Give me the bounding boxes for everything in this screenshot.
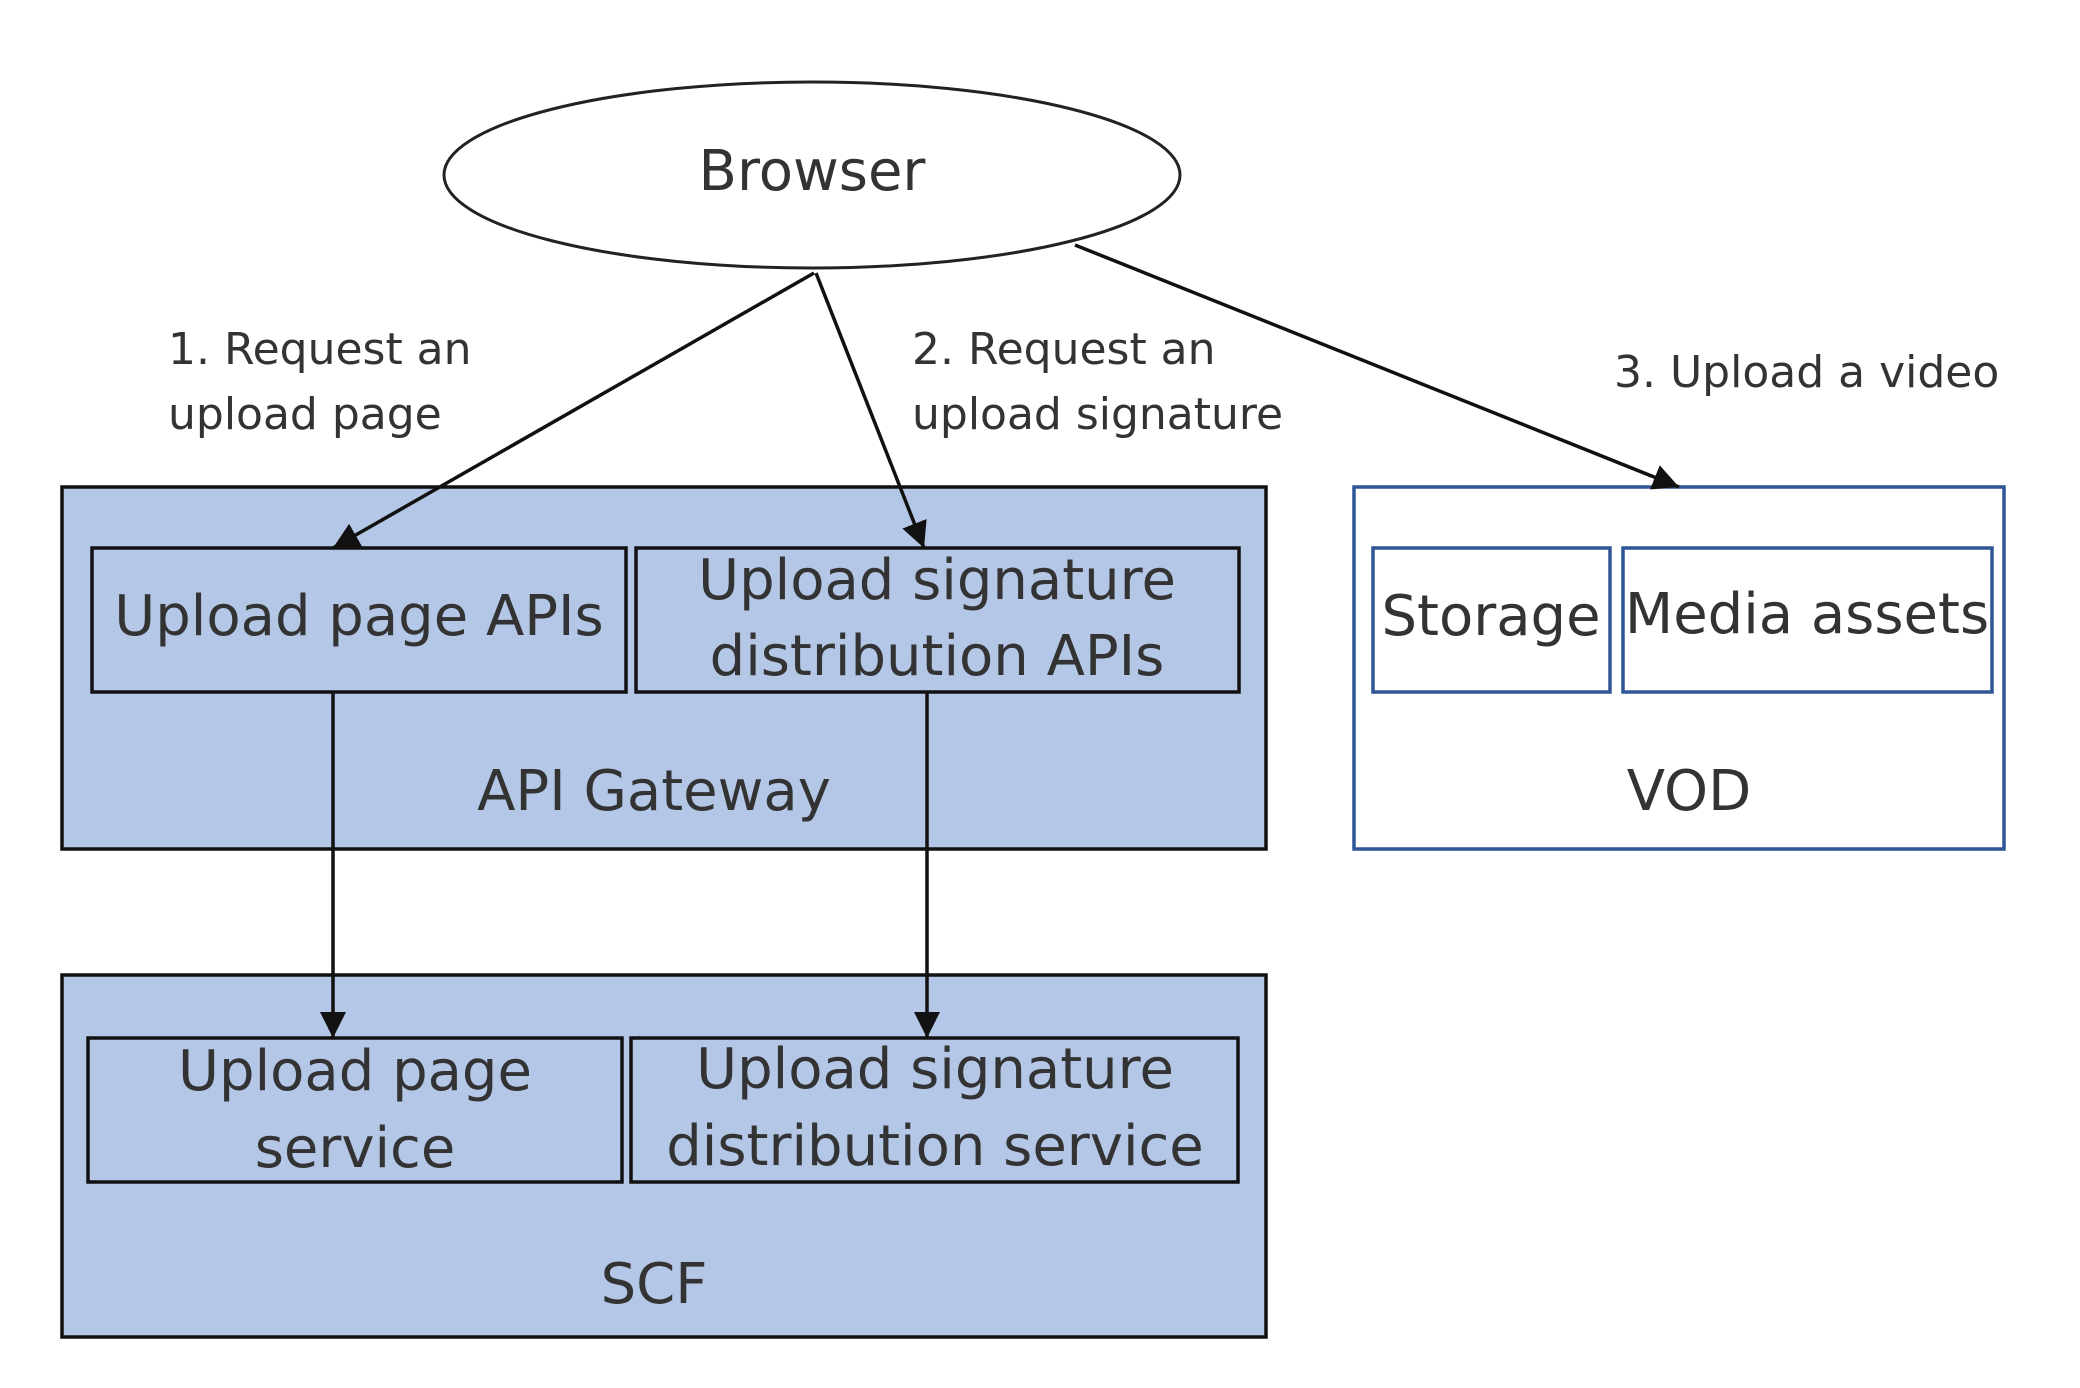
edge-request-signature-label: 2. Request an bbox=[912, 324, 1216, 375]
vod-label: VOD bbox=[1627, 759, 1752, 824]
edge-labels: 1. Request an upload page 2. Request an … bbox=[168, 324, 1999, 440]
signature-apis-label: Upload signature bbox=[698, 548, 1176, 613]
edge-request-signature-arrow bbox=[814, 272, 927, 549]
edges bbox=[320, 243, 1680, 1038]
signature-service-label-line2: distribution service bbox=[666, 1114, 1204, 1179]
upload-page-service-label-line2: service bbox=[255, 1116, 456, 1181]
storage-box bbox=[1371, 546, 1612, 694]
edge-request-signature-label-line2: upload signature bbox=[912, 389, 1283, 440]
vod-container: Storage Media assets VOD bbox=[1352, 485, 2006, 851]
upload-page-apis-box bbox=[90, 546, 628, 694]
media-assets-box bbox=[1621, 546, 1994, 694]
edge-request-page-arrow bbox=[332, 271, 815, 550]
upload-page-apis-label: Upload page APIs bbox=[114, 584, 603, 649]
api-gateway-label: API Gateway bbox=[477, 759, 831, 824]
media-assets-label: Media assets bbox=[1625, 582, 1989, 647]
signature-apis-box bbox=[634, 546, 1241, 694]
edge-upload-video-arrow bbox=[1074, 243, 1680, 490]
signature-apis-label-line2: distribution APIs bbox=[710, 624, 1165, 689]
scf-label: SCF bbox=[601, 1252, 708, 1317]
browser-ellipse bbox=[442, 80, 1182, 270]
upload-page-service-box bbox=[86, 1036, 624, 1184]
edge-request-page-label: 1. Request an bbox=[168, 324, 472, 375]
api-gateway-container: Upload page APIs Upload signature distri… bbox=[60, 485, 1268, 851]
browser-node: Browser bbox=[442, 80, 1182, 270]
browser-label: Browser bbox=[699, 139, 927, 204]
upload-page-service-label: Upload page bbox=[178, 1039, 532, 1104]
edge-request-page-label-line2: upload page bbox=[168, 389, 442, 440]
edge-upload-video-label: 3. Upload a video bbox=[1614, 347, 1999, 398]
scf-container: Upload page service Upload signature dis… bbox=[60, 973, 1268, 1339]
signature-service-label: Upload signature bbox=[696, 1037, 1174, 1102]
signature-service-box bbox=[629, 1036, 1240, 1184]
storage-label: Storage bbox=[1381, 584, 1600, 649]
